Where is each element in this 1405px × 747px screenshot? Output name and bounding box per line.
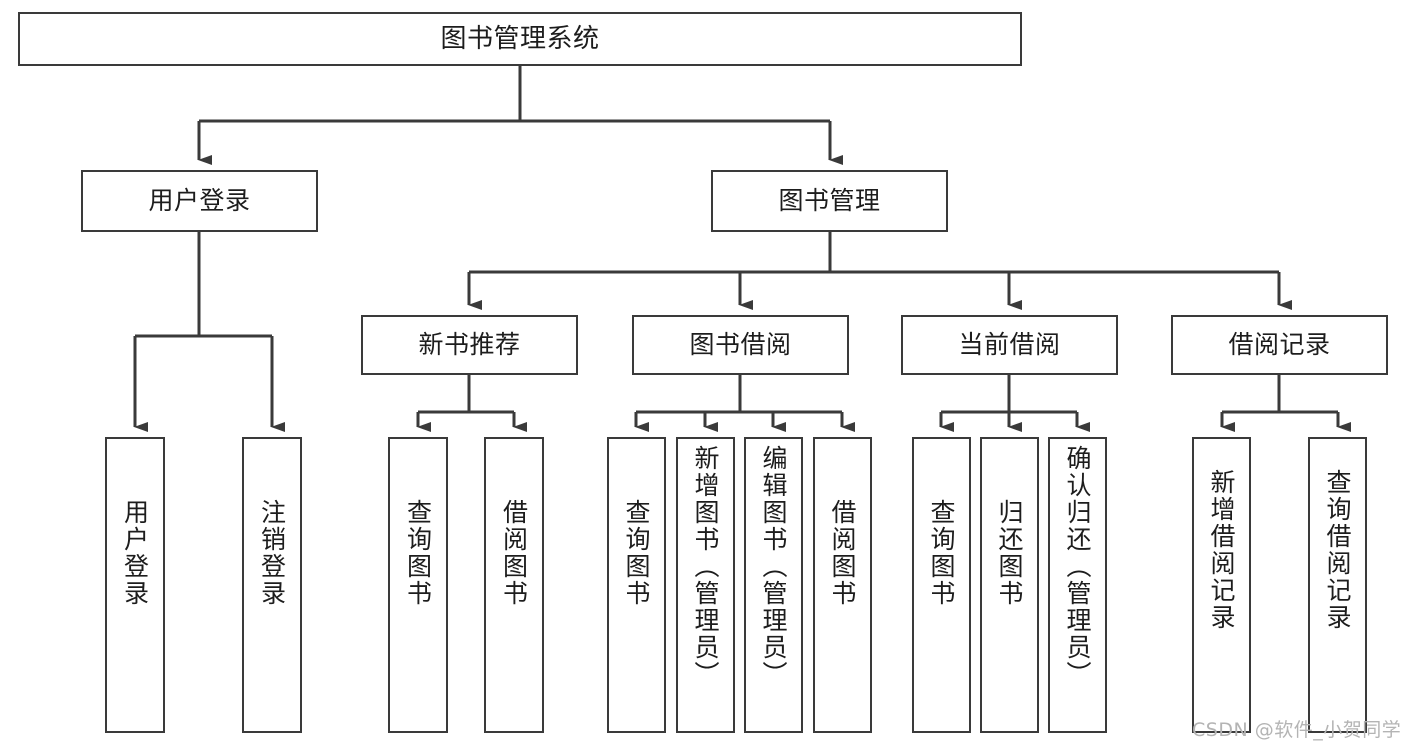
node-label: 查询图书 [927,499,956,607]
node-label: 图书借阅 [689,330,792,360]
node-label: 当前借阅 [958,330,1061,360]
leaf-query-book-current[interactable]: 查询图书 [912,437,971,733]
node-label: 新书推荐 [418,330,521,360]
node-current-borrow[interactable]: 当前借阅 [901,315,1118,375]
node-label: 图书管理系统 [440,23,600,54]
leaf-query-book-recommend[interactable]: 查询图书 [388,437,448,733]
csdn-watermark: CSDN @软件_小贺同学 [1192,719,1402,741]
node-label: 注销登录 [257,499,287,607]
node-user-login[interactable]: 用户登录 [81,170,318,232]
leaf-query-borrow-record[interactable]: 查询借阅记录 [1308,437,1367,733]
leaf-return-book[interactable]: 归还图书 [980,437,1039,733]
node-label: 借阅图书 [499,499,529,607]
node-book-management[interactable]: 图书管理 [711,170,948,232]
leaf-user-login[interactable]: 用户登录 [105,437,165,733]
leaf-borrow-book-recommend[interactable]: 借阅图书 [484,437,544,733]
node-label: 用户登录 [120,499,150,607]
leaf-confirm-return-admin[interactable]: 确认归还（管理员） [1048,437,1107,733]
node-root-book-management-system[interactable]: 图书管理系统 [18,12,1022,66]
leaf-logout-login[interactable]: 注销登录 [242,437,302,733]
node-label: 新增图书（管理员） [691,445,720,688]
leaf-edit-book-admin[interactable]: 编辑图书（管理员） [744,437,803,733]
node-label: 用户登录 [148,186,251,216]
node-borrow-record[interactable]: 借阅记录 [1171,315,1388,375]
node-label: 借阅记录 [1228,330,1331,360]
node-new-book-recommend[interactable]: 新书推荐 [361,315,578,375]
leaf-borrow-book-borrow[interactable]: 借阅图书 [813,437,872,733]
node-label: 确认归还（管理员） [1063,445,1092,688]
node-label: 新增借阅记录 [1207,469,1236,631]
node-label: 查询借阅记录 [1323,469,1352,631]
node-label: 查询图书 [622,499,651,607]
leaf-add-book-admin[interactable]: 新增图书（管理员） [676,437,735,733]
node-book-borrow[interactable]: 图书借阅 [632,315,849,375]
node-label: 归还图书 [995,499,1024,607]
node-label: 编辑图书（管理员） [759,445,788,688]
leaf-add-borrow-record[interactable]: 新增借阅记录 [1192,437,1251,733]
node-label: 借阅图书 [828,499,857,607]
leaf-query-book-borrow[interactable]: 查询图书 [607,437,666,733]
node-label: 查询图书 [403,499,433,607]
node-label: 图书管理 [778,186,881,216]
